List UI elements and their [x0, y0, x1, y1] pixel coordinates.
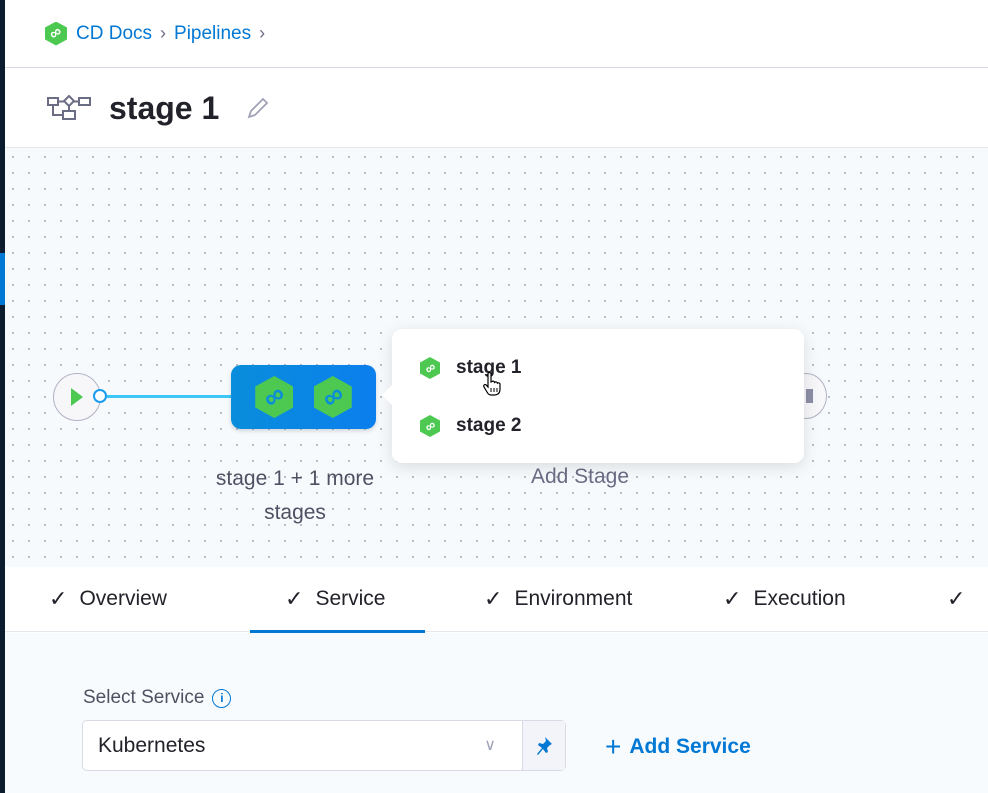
plus-icon: + [605, 731, 622, 762]
stage-group-node[interactable] [231, 365, 376, 429]
selected-value: Kubernetes [98, 733, 206, 757]
service-select-value[interactable]: Kubernetes ∨ [83, 721, 523, 770]
breadcrumb-cd-docs[interactable]: CD Docs [76, 22, 153, 44]
breadcrumb: CD Docs › Pipelines › [5, 0, 988, 68]
pipeline-canvas[interactable]: stage 1 + 1 more stages Add Stage stage … [5, 149, 988, 567]
check-icon: ✓ [947, 586, 966, 611]
check-icon: ✓ [723, 586, 742, 611]
chevron-right-icon: › [259, 23, 266, 43]
tab-execution[interactable]: ✓ Execution [723, 567, 846, 631]
popover-item-stage-1[interactable]: stage 1 [392, 339, 804, 397]
add-service-label: Add Service [629, 735, 751, 758]
check-icon: ✓ [285, 586, 304, 611]
select-service-label: Select Service i [83, 687, 232, 709]
cd-stage-icon [255, 376, 294, 418]
tab-label: Overview [79, 587, 167, 610]
tab-label: Service [315, 587, 386, 610]
cd-stage-icon [313, 376, 352, 418]
cd-module-icon [45, 21, 67, 46]
add-service-button[interactable]: + Add Service [605, 731, 751, 763]
sidebar-active-indicator [0, 253, 5, 305]
stage-header: stage 1 [5, 69, 988, 148]
stage-tabs: ✓ Overview ✓ Service ✓ Environment ✓ Executi… [5, 567, 988, 633]
connector-port[interactable] [93, 389, 107, 403]
popover-item-label: stage 2 [456, 415, 522, 436]
service-panel: Select Service i Kubernetes ∨ + Add Service [5, 633, 988, 793]
cd-stage-icon [420, 357, 440, 379]
chevron-right-icon: › [160, 23, 167, 43]
check-icon: ✓ [49, 586, 68, 611]
check-icon: ✓ [484, 586, 503, 611]
cd-stage-icon [420, 415, 440, 437]
label-text: Select Service [83, 687, 205, 708]
popover-item-stage-2[interactable]: stage 2 [392, 397, 804, 455]
tab-overview[interactable]: ✓ Overview [49, 567, 167, 631]
tab-label: Execution [753, 587, 846, 610]
page-title: stage 1 [109, 89, 220, 126]
stage-group-label: stage 1 + 1 more stages [215, 467, 375, 524]
tab-label: Environment [514, 587, 633, 610]
service-select[interactable]: Kubernetes ∨ [82, 720, 566, 771]
hand-pointer-cursor-icon [483, 372, 501, 396]
pipeline-stage-icon [47, 95, 91, 120]
edit-pencil-icon[interactable] [245, 95, 271, 121]
chevron-down-icon[interactable]: ∨ [484, 737, 496, 754]
tab-environment[interactable]: ✓ Environment [484, 567, 632, 631]
add-stage-label[interactable]: Add Stage [530, 465, 630, 488]
pin-icon[interactable] [523, 721, 565, 770]
stage-list-popover: stage 1 stage 2 [382, 329, 804, 463]
breadcrumb-pipelines[interactable]: Pipelines [174, 22, 252, 44]
app-sidebar [0, 0, 5, 793]
connector-line [107, 395, 232, 398]
info-icon[interactable]: i [212, 688, 232, 708]
tab-service[interactable]: ✓ Service [249, 567, 427, 633]
tab-advanced[interactable]: ✓ [947, 567, 977, 631]
popover-item-label: stage 1 [456, 357, 522, 378]
